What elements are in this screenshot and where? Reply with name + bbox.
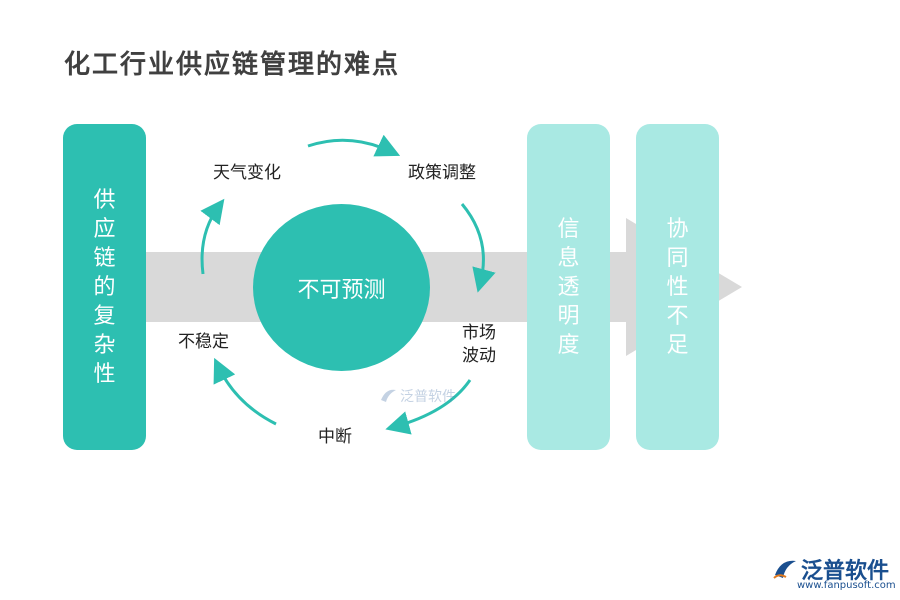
watermark: 泛普软件 [378,386,456,406]
label-market-fluctuation: 市场波动 [462,323,496,366]
brand-logo-icon [773,560,796,579]
unpredictable-circle: 不可预测 [253,204,430,371]
cycle-arrow-market-to-interrupt [385,379,472,435]
supply-chain-complexity-box: 供应链的复杂性 [63,124,146,450]
insufficient-coordination-box: 协同性不足 [636,124,719,450]
brand-logo: 泛普软件 [772,553,889,585]
unpredictable-label: 不可预测 [297,277,386,303]
label-unstable: 不稳定 [178,332,229,352]
label-weather-change: 天气变化 [213,163,281,183]
brand-logo-url: www.fanpusoft.com [797,580,896,591]
info-transparency-label: 信息透明度 [557,216,580,358]
watermark-text: 泛普软件 [400,389,456,405]
info-transparency-box: 信息透明度 [527,124,610,450]
cycle-arrow-interrupt-to-unstable [213,357,277,426]
insufficient-coordination-label: 协同性不足 [666,216,689,358]
cycle-arrow-policy-to-market [460,203,496,293]
label-interruption: 中断 [318,427,352,447]
label-policy-adjustment: 政策调整 [408,163,476,183]
cycle-arrow-weather-to-policy [307,134,401,157]
supply-chain-complexity-label: 供应链的复杂性 [93,187,116,387]
watermark-logo-icon [381,389,396,402]
page-title: 化工行业供应链管理的难点 [64,50,401,80]
cycle-arrow-unstable-to-weather [200,198,225,275]
brand-logo-text: 泛普软件 [801,559,890,584]
